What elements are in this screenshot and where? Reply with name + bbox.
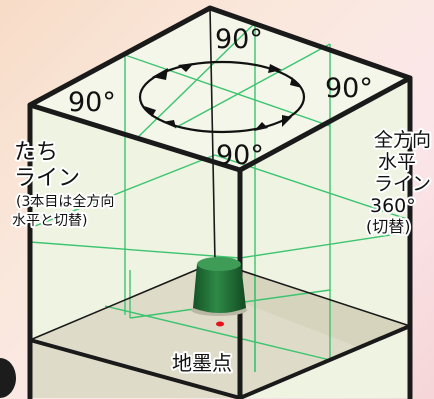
horizontal-line-label: 全方向 水平 ライン 360° (切替) bbox=[364, 127, 433, 238]
arrow-icon bbox=[282, 115, 292, 127]
arrow-icon bbox=[254, 122, 268, 131]
laser-line bbox=[29, 154, 216, 229]
svg-text:水平と切替): 水平と切替) bbox=[12, 213, 87, 229]
svg-text:全方向: 全方向 bbox=[374, 129, 431, 151]
laser-line bbox=[104, 305, 331, 361]
cube-inner-edges bbox=[29, 7, 411, 341]
svg-text:水平: 水平 bbox=[378, 151, 416, 173]
svg-text:ライン: ライン bbox=[374, 173, 431, 195]
svg-text:たち: たち bbox=[14, 140, 58, 165]
arrow-icon bbox=[152, 68, 168, 80]
svg-text:(切替): (切替) bbox=[366, 217, 411, 236]
arrow-icon bbox=[144, 106, 156, 117]
plumb-dot bbox=[216, 321, 224, 327]
arrow-icon bbox=[162, 120, 176, 128]
rotation-indicator bbox=[138, 60, 306, 134]
arrow-icon bbox=[290, 77, 302, 88]
laser-line bbox=[124, 54, 331, 127]
laser-device bbox=[191, 257, 247, 316]
laser-line bbox=[29, 241, 241, 259]
angle-label-left: 90° bbox=[68, 87, 116, 118]
angle-label-top-front: 90° bbox=[216, 140, 264, 171]
floor-shade bbox=[210, 262, 410, 348]
laser-line bbox=[174, 43, 331, 129]
floor-point-label: 地墨点 bbox=[172, 351, 232, 375]
svg-text:ライン: ライン bbox=[14, 166, 80, 191]
laser-line bbox=[134, 22, 256, 141]
angle-label-top-back: 90° bbox=[215, 24, 263, 55]
arrow-icon bbox=[178, 63, 194, 72]
svg-text:360°: 360° bbox=[370, 195, 416, 217]
vertical-line-label: たち ライン (3本目は全方向 水平と切替) bbox=[10, 138, 116, 231]
svg-text:(3本目は全方向: (3本目は全方向 bbox=[16, 193, 114, 210]
corner-device-edge bbox=[0, 358, 16, 398]
arrow-icon bbox=[268, 64, 282, 73]
laser-line bbox=[239, 231, 411, 259]
angle-label-right: 90° bbox=[325, 73, 373, 104]
